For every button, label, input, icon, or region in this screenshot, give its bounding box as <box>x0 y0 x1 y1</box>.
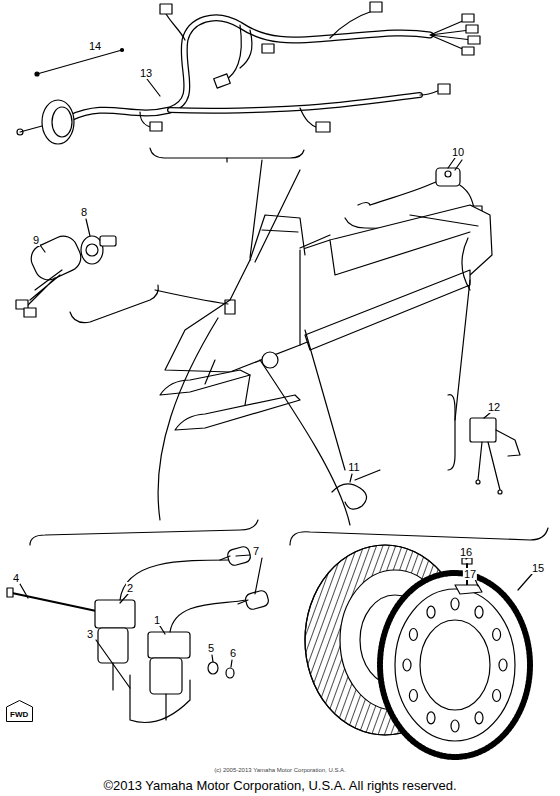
direction-tag: FWD <box>6 700 33 722</box>
bolt-hole <box>409 629 417 641</box>
callout-number: 12 <box>487 401 501 413</box>
copyright-caption: ©2013 Yamaha Motor Corporation, U.S.A. A… <box>0 778 560 793</box>
callout-number: 10 <box>451 146 465 158</box>
direction-text: FWD <box>10 710 33 719</box>
callout-number: 6 <box>229 647 237 659</box>
callout-number: 8 <box>80 206 88 218</box>
arrow-shape <box>7 701 33 722</box>
callout-number: 4 <box>12 572 20 584</box>
callout-number: 2 <box>126 582 134 594</box>
bolt-hole <box>475 712 483 724</box>
bolt-hole <box>409 690 417 702</box>
bolt-hole <box>403 659 411 671</box>
bolt-hole <box>451 598 459 610</box>
callout-number: 1 <box>153 614 161 626</box>
bolt-hole <box>475 606 483 618</box>
watermark: (c) 2005-2013 Yamaha Motor Corporation, … <box>213 767 347 774</box>
bolt-hole <box>427 606 435 618</box>
callout-number: 13 <box>139 67 153 79</box>
callout-number: 7 <box>252 545 260 557</box>
callout-number: 3 <box>86 628 94 640</box>
bolt-hole <box>427 712 435 724</box>
bolt-hole <box>499 659 507 671</box>
bolt-hole <box>493 690 501 702</box>
callout-number: 17 <box>463 568 477 580</box>
bolt-hole <box>493 629 501 641</box>
bolt-hole <box>451 720 459 732</box>
callout-number: 15 <box>531 562 545 574</box>
callout-number: 14 <box>88 40 102 52</box>
callout-number: 5 <box>207 642 215 654</box>
callout-number: 9 <box>32 234 40 246</box>
callout-number: 16 <box>459 546 473 558</box>
callout-number: 11 <box>347 461 360 473</box>
